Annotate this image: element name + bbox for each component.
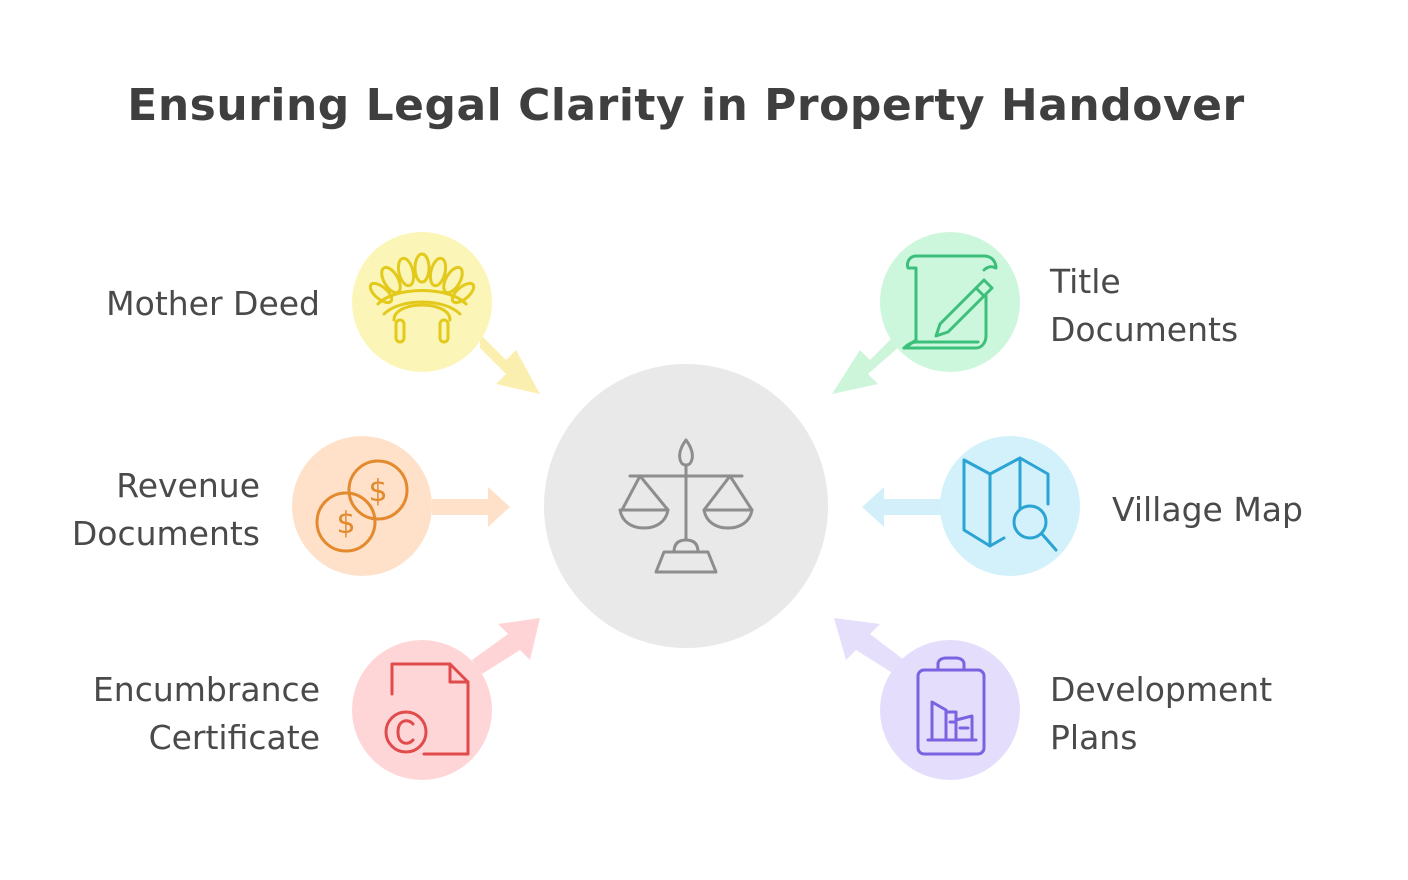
arrows (432, 334, 944, 674)
label-development-plans: Development Plans (1050, 666, 1272, 762)
balance-scale-icon (618, 438, 754, 574)
node-revenue-documents: $ $ (292, 436, 432, 576)
label-encumbrance-certificate: Encumbrance Certificate (93, 666, 320, 762)
label-line: Mother Deed (106, 284, 320, 323)
label-line: Certificate (148, 718, 320, 757)
label-line: Village Map (1112, 490, 1303, 529)
arrow-village-map (862, 487, 944, 527)
label-line: Documents (1050, 310, 1239, 349)
arrow-title-documents (832, 334, 900, 394)
arrow-development-plans (834, 618, 904, 674)
label-revenue-documents: Revenue Documents (72, 462, 260, 558)
label-line: Revenue (116, 466, 260, 505)
label-line: Plans (1050, 718, 1138, 757)
map-search-icon (962, 456, 1058, 552)
svg-text:$: $ (368, 474, 387, 509)
svg-text:$: $ (336, 506, 355, 541)
node-encumbrance-certificate (352, 640, 492, 780)
center-node (544, 364, 828, 648)
arrow-encumbrance-certificate (472, 618, 540, 674)
label-line: Documents (71, 514, 260, 553)
node-village-map (940, 436, 1080, 576)
clipboard-building-icon (916, 656, 986, 756)
label-title-documents: Title Documents (1050, 258, 1238, 354)
label-line: Title (1050, 262, 1121, 301)
label-mother-deed: Mother Deed (106, 280, 320, 328)
diagram-title: Ensuring Legal Clarity in Property Hando… (127, 80, 1245, 131)
node-title-documents (880, 232, 1020, 372)
headdress-icon (368, 252, 476, 344)
label-line: Encumbrance (92, 670, 320, 709)
copyright-document-icon (384, 662, 470, 756)
arrow-revenue-documents (432, 487, 510, 527)
label-village-map: Village Map (1112, 486, 1303, 534)
coins-icon: $ $ (315, 459, 409, 553)
label-line: Development (1050, 670, 1273, 709)
node-mother-deed (352, 232, 492, 372)
scroll-pen-icon (902, 254, 998, 350)
arrow-mother-deed (480, 334, 540, 394)
node-development-plans (880, 640, 1020, 780)
